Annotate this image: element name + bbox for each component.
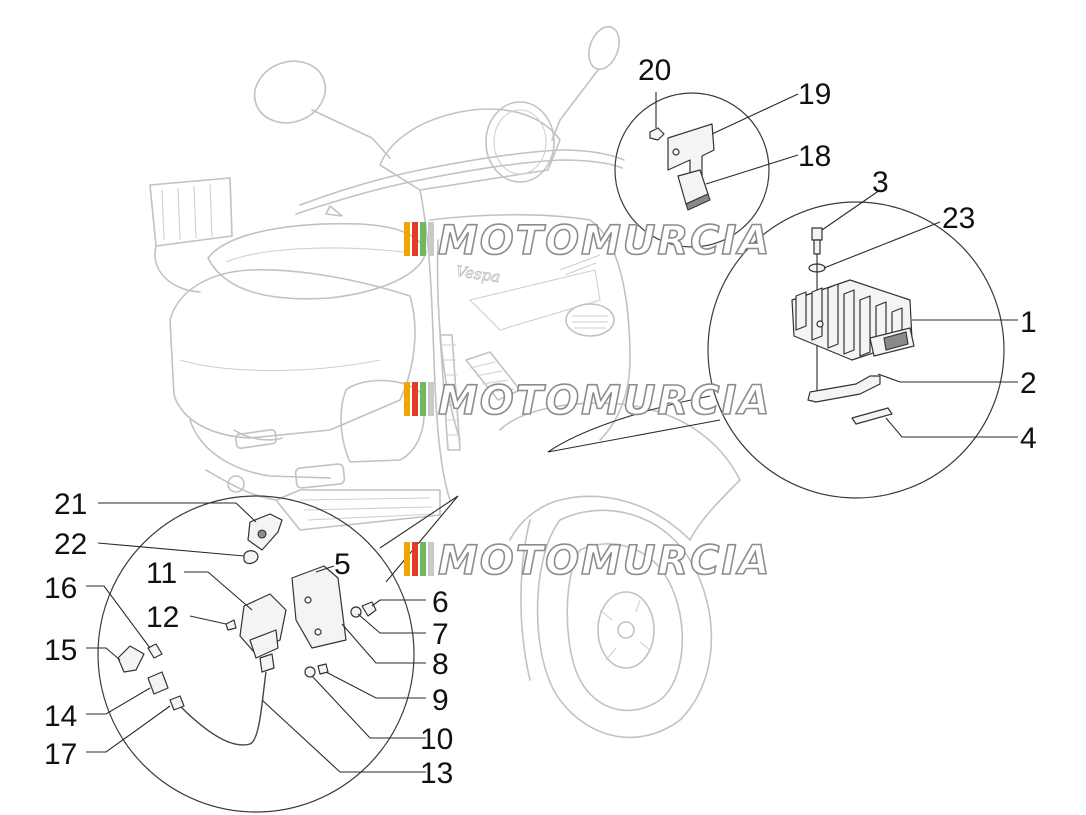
part-14-boot [147, 671, 169, 695]
callout-16: 16 [44, 572, 77, 605]
part-3-screw [811, 227, 823, 241]
callout-5: 5 [334, 548, 351, 581]
part-16-seal [147, 643, 163, 659]
detail-circle-regulator [707, 201, 1005, 499]
callout-1: 1 [1020, 306, 1037, 339]
part-1-regulator [791, 279, 915, 361]
callout-12: 12 [146, 601, 179, 634]
part-13-cable [175, 671, 267, 746]
callout-2: 2 [1020, 367, 1037, 400]
ignition-connector [259, 653, 275, 673]
relay-bracket-assembly [649, 123, 715, 211]
watermark-logo: MOTOMURCIA [404, 537, 771, 585]
part-11-ignition-module [239, 593, 287, 659]
callout-6: 6 [432, 586, 449, 619]
callout-19: 19 [798, 78, 831, 111]
callout-15: 15 [44, 634, 77, 667]
detail-circle-bracket [614, 92, 770, 248]
callout-17: 17 [44, 738, 77, 771]
part-10-washer [304, 666, 316, 678]
callout-3: 3 [872, 166, 889, 199]
part-4-plate [851, 407, 893, 425]
part-17-terminal [169, 695, 185, 711]
callout-4: 4 [1020, 422, 1037, 455]
part-9-nut [317, 663, 329, 675]
watermark-group: MOTOMURCIA MOTOMURCIA MOTOMURCIA [404, 217, 771, 585]
detail-circle-ignition [97, 495, 415, 813]
callout-10: 10 [420, 723, 453, 756]
scooter-outline [149, 25, 741, 739]
watermark-brand: MOTOMURCIA [438, 538, 771, 584]
regulator-pointer [547, 395, 721, 453]
leader-lines [86, 92, 1018, 773]
callout-7: 7 [432, 618, 449, 651]
part-5-bracket [291, 565, 347, 649]
detail-circles [97, 92, 1005, 813]
callout-9: 9 [432, 684, 449, 717]
callout-20: 20 [638, 54, 671, 87]
watermark-logo: MOTOMURCIA [404, 217, 771, 265]
callout-21: 21 [54, 488, 87, 521]
part-12-screw [225, 619, 237, 631]
callout-labels: 20 19 18 3 23 1 2 4 21 22 11 12 16 15 14… [44, 54, 1037, 790]
callout-18: 18 [798, 140, 831, 173]
watermark-brand: MOTOMURCIA [438, 378, 771, 424]
callout-8: 8 [432, 648, 449, 681]
part-20-nut [649, 127, 665, 141]
callout-22: 22 [54, 528, 87, 561]
callout-14: 14 [44, 700, 77, 733]
callout-11: 11 [146, 557, 177, 590]
voltage-regulator-assembly [791, 227, 915, 425]
watermark-brand: MOTOMURCIA [438, 218, 771, 264]
part-2-bracket [807, 375, 881, 403]
part-22-grommet [243, 550, 259, 565]
part-15-spark-cap [117, 645, 145, 673]
vespa-badge: Vespa [455, 262, 502, 286]
callout-23: 23 [942, 202, 975, 235]
watermark-logo: MOTOMURCIA [404, 377, 771, 425]
callout-13: 13 [420, 757, 453, 790]
